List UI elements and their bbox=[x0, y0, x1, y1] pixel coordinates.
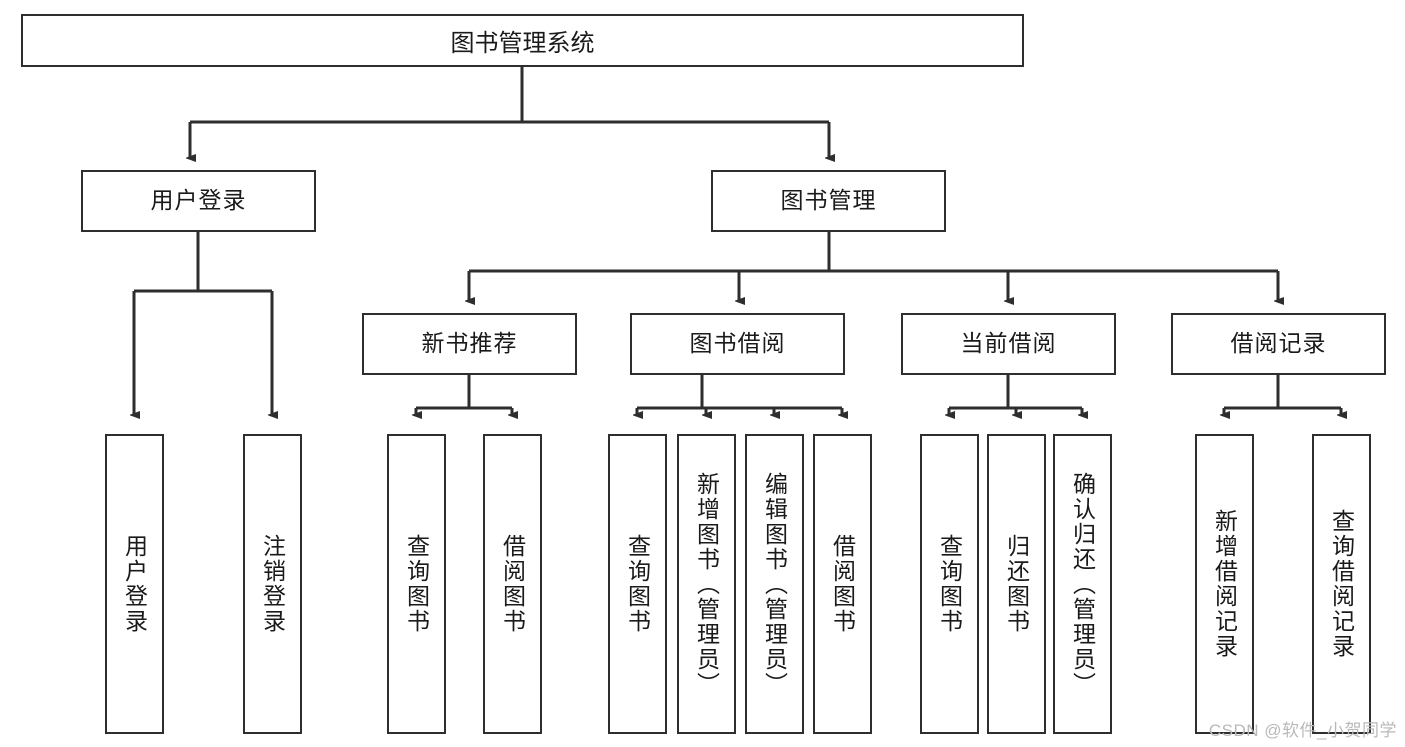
node-leaf-query-book-3[interactable]: 查询图书 bbox=[920, 434, 979, 734]
node-root[interactable]: 图书管理系统 bbox=[21, 14, 1024, 67]
node-leaf-user-login-label: 用户登录 bbox=[121, 534, 148, 634]
node-user-login-label: 用户登录 bbox=[150, 187, 247, 214]
node-leaf-query-book-2-label: 查询图书 bbox=[624, 534, 651, 634]
node-leaf-add-record-label: 新增借阅记录 bbox=[1211, 509, 1238, 659]
node-borrow-record[interactable]: 借阅记录 bbox=[1171, 313, 1386, 375]
node-current-borrow[interactable]: 当前借阅 bbox=[901, 313, 1116, 375]
node-leaf-borrow-book-2[interactable]: 借阅图书 bbox=[813, 434, 872, 734]
node-leaf-logout[interactable]: 注销登录 bbox=[243, 434, 302, 734]
node-book-manage[interactable]: 图书管理 bbox=[711, 170, 946, 232]
node-leaf-user-login[interactable]: 用户登录 bbox=[105, 434, 164, 734]
node-book-borrow-label: 图书借阅 bbox=[689, 330, 786, 357]
node-leaf-edit-book[interactable]: 编辑图书（管理员） bbox=[745, 434, 804, 734]
node-leaf-edit-book-label: 编辑图书（管理员） bbox=[761, 471, 788, 697]
node-leaf-query-book-3-label: 查询图书 bbox=[936, 534, 963, 634]
node-leaf-borrow-book-1-label: 借阅图书 bbox=[499, 534, 526, 634]
node-root-label: 图书管理系统 bbox=[450, 30, 595, 57]
node-leaf-borrow-book-1[interactable]: 借阅图书 bbox=[483, 434, 542, 734]
node-leaf-borrow-book-2-label: 借阅图书 bbox=[829, 534, 856, 634]
node-new-book-recommend[interactable]: 新书推荐 bbox=[362, 313, 577, 375]
node-borrow-record-label: 借阅记录 bbox=[1230, 330, 1327, 357]
node-leaf-logout-label: 注销登录 bbox=[259, 534, 286, 634]
node-user-login[interactable]: 用户登录 bbox=[81, 170, 316, 232]
watermark: CSDN @软件_小贺同学 bbox=[1208, 721, 1397, 740]
node-leaf-query-book-2[interactable]: 查询图书 bbox=[608, 434, 667, 734]
node-book-manage-label: 图书管理 bbox=[780, 187, 877, 214]
node-leaf-add-book[interactable]: 新增图书（管理员） bbox=[677, 434, 736, 734]
node-book-borrow[interactable]: 图书借阅 bbox=[630, 313, 845, 375]
node-new-book-recommend-label: 新书推荐 bbox=[421, 330, 518, 357]
node-leaf-query-record-label: 查询借阅记录 bbox=[1328, 509, 1355, 659]
node-leaf-query-book-1-label: 查询图书 bbox=[403, 534, 430, 634]
node-leaf-return-book-label: 归还图书 bbox=[1003, 534, 1030, 634]
node-leaf-add-record[interactable]: 新增借阅记录 bbox=[1195, 434, 1254, 734]
node-leaf-query-record[interactable]: 查询借阅记录 bbox=[1312, 434, 1371, 734]
node-current-borrow-label: 当前借阅 bbox=[960, 330, 1057, 357]
node-leaf-return-book[interactable]: 归还图书 bbox=[987, 434, 1046, 734]
node-leaf-query-book-1[interactable]: 查询图书 bbox=[387, 434, 446, 734]
node-leaf-confirm-return-label: 确认归还（管理员） bbox=[1069, 471, 1096, 697]
node-leaf-add-book-label: 新增图书（管理员） bbox=[693, 471, 720, 697]
node-leaf-confirm-return[interactable]: 确认归还（管理员） bbox=[1053, 434, 1112, 734]
